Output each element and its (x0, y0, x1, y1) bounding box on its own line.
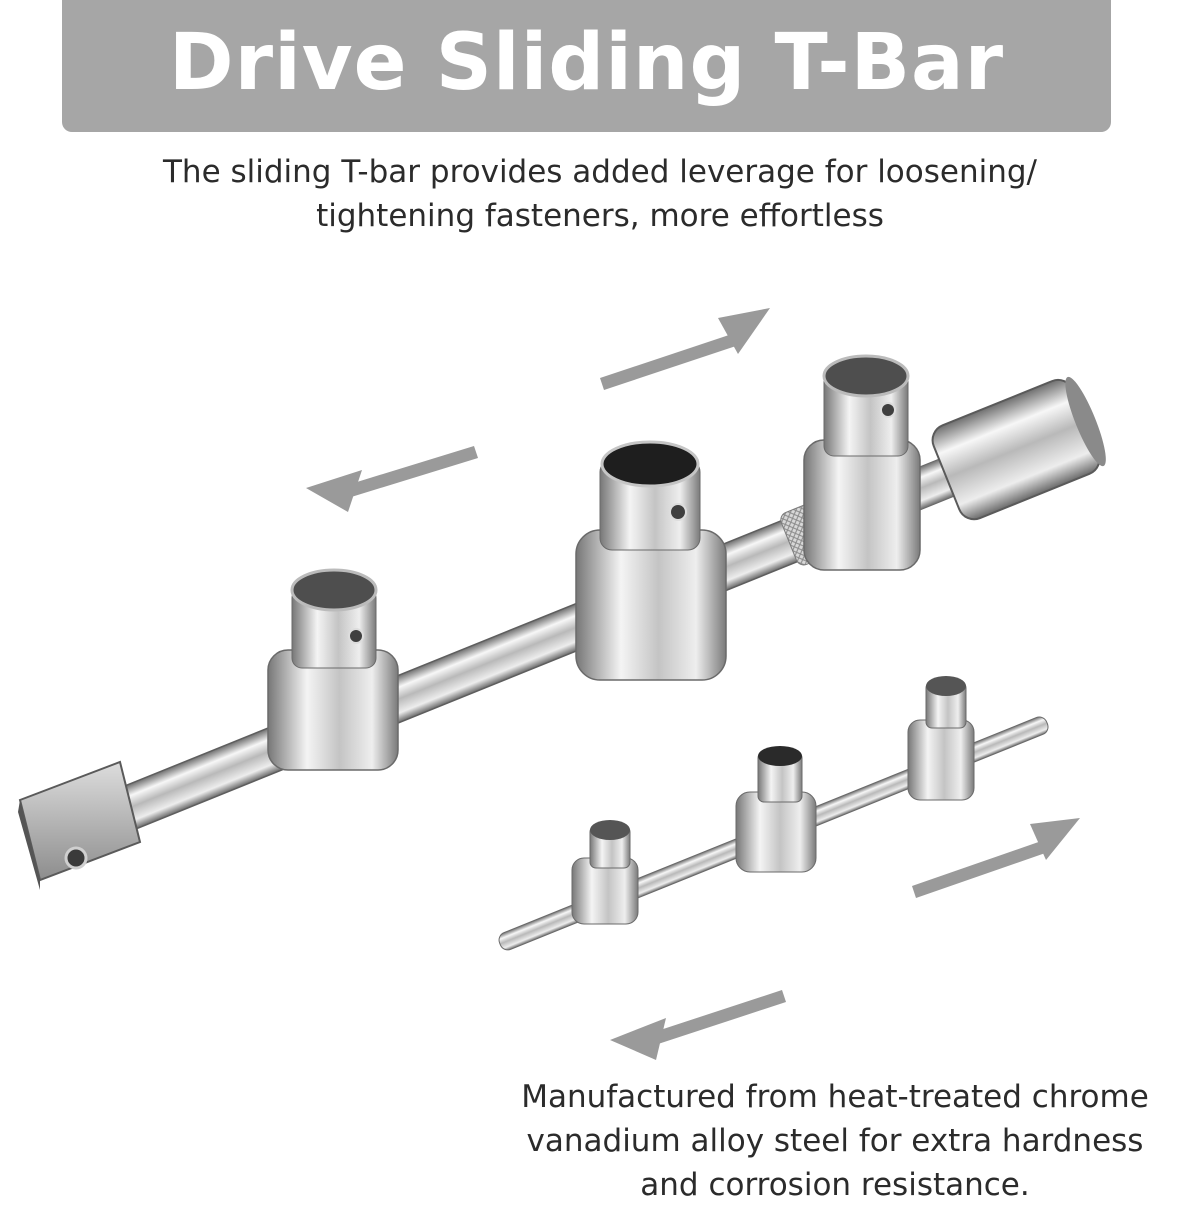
large-t-bar (18, 354, 1106, 890)
square-drive-end (18, 760, 142, 890)
arrow-lower-left-icon (610, 990, 786, 1060)
top-caption: The sliding T-bar provides added leverag… (0, 150, 1200, 238)
arrow-lower-right-icon (912, 818, 1080, 898)
small-t-bar (498, 676, 1049, 951)
sliding-block-right (803, 354, 921, 571)
bottom-caption-line-2: vanadium alloy steel for extra hardness (526, 1123, 1144, 1159)
arrow-right-icon (600, 308, 770, 390)
bottom-caption: Manufactured from heat-treated chrome va… (470, 1075, 1200, 1207)
top-caption-line-2: tightening fasteners, more effortless (316, 198, 884, 234)
small-sliding-block-center (735, 746, 817, 873)
page-title: Drive Sliding T-Bar (168, 18, 1005, 108)
arrow-left-slide-visible-icon (306, 446, 478, 512)
bottom-caption-line-3: and corrosion resistance. (640, 1167, 1030, 1203)
small-sliding-block-left (571, 820, 639, 925)
small-sliding-block-right (907, 676, 975, 801)
title-banner: Drive Sliding T-Bar (62, 0, 1111, 132)
top-caption-line-1: The sliding T-bar provides added leverag… (162, 154, 1037, 190)
bottom-caption-line-1: Manufactured from heat-treated chrome (521, 1079, 1149, 1115)
sliding-block-center (575, 440, 727, 681)
arrow-upper-left-visible-icon (338, 142, 482, 494)
sliding-block-left (267, 568, 399, 771)
